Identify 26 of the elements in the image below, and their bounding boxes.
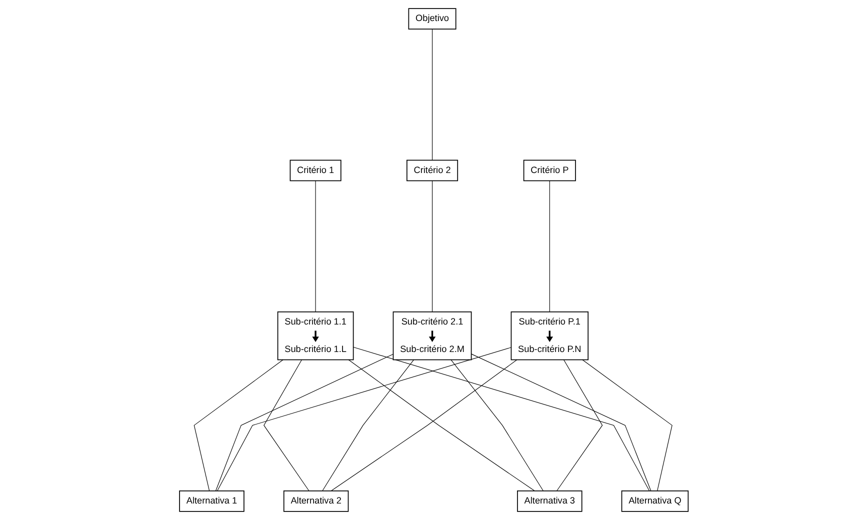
connector (216, 354, 394, 492)
node-box: Alternativa 3 (517, 490, 582, 512)
connector (582, 359, 673, 492)
connector (432, 180, 433, 312)
connector (264, 359, 310, 492)
node-box: Critério P (524, 160, 576, 182)
node-box: Objetivo (408, 8, 456, 30)
connector (348, 359, 536, 492)
connector (450, 359, 544, 492)
node-box: Sub-critério 1.1 Sub-critério 1.L (277, 311, 354, 360)
node-box: Critério 1 (290, 160, 342, 182)
connector (322, 359, 414, 492)
connector (194, 359, 284, 492)
node-box: Critério 2 (406, 160, 458, 182)
connector (353, 346, 650, 492)
node-box: Alternativa 2 (284, 490, 349, 512)
connector (432, 28, 433, 160)
connector (471, 354, 652, 492)
node-box: Alternativa Q (621, 490, 689, 512)
connector (330, 359, 518, 492)
connector (217, 347, 512, 492)
node-box: Sub-critério 2.1 Sub-critério 2.M (392, 311, 472, 360)
node-box: Alternativa 1 (179, 490, 244, 512)
connector (556, 359, 603, 492)
connector (315, 180, 316, 312)
node-box: Sub-critério P.1 Sub-critério P.N (510, 311, 589, 360)
